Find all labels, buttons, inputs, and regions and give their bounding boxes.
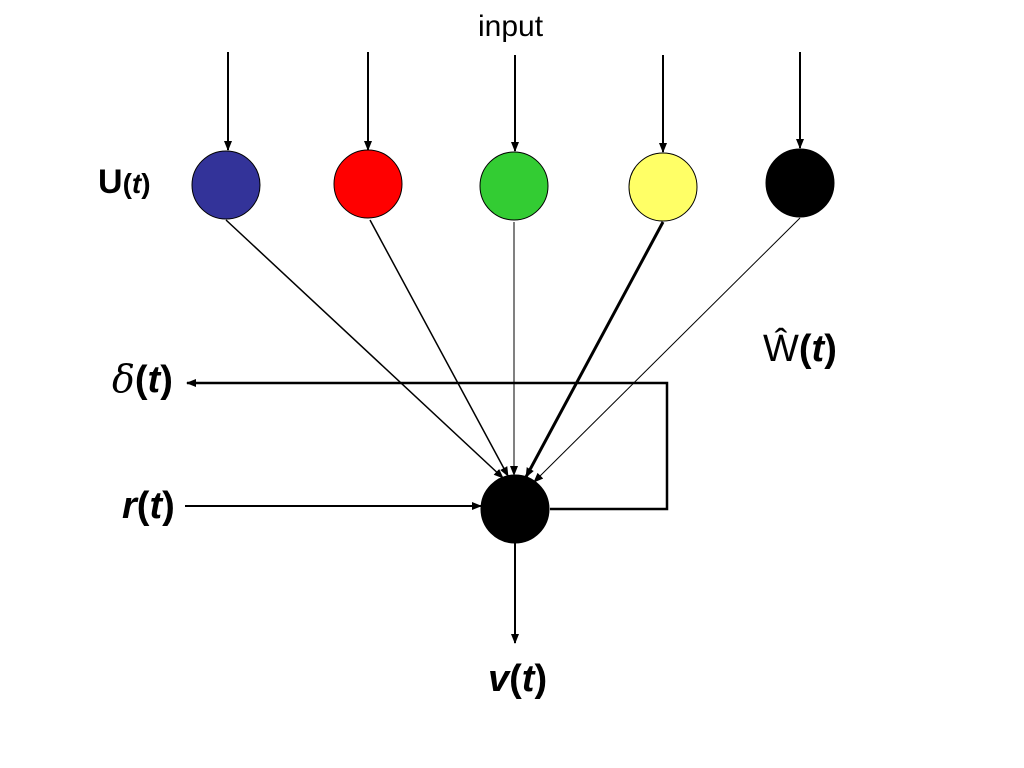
input-nodes [191, 148, 835, 222]
r-label-name: r [122, 485, 137, 527]
delta-label-name: δ [112, 357, 135, 401]
u-label-close: ) [141, 168, 151, 199]
r-label-arg: t [149, 485, 163, 527]
r-label-close: ) [162, 485, 175, 527]
input-node-red [333, 149, 403, 219]
w-label-name: Ŵ [763, 328, 799, 370]
r-label: r(t) [122, 487, 175, 525]
connection-5 [533, 217, 801, 483]
input-node-blue [191, 150, 261, 220]
u-label: U(t) [98, 165, 151, 199]
w-label-arg: t [811, 328, 825, 370]
input-arrows [224, 52, 804, 153]
w-label-open: ( [798, 328, 812, 370]
v-label-name: v [488, 658, 510, 700]
u-label-name: U [98, 163, 123, 201]
u-label-open: ( [122, 168, 132, 199]
r-label-open: ( [136, 485, 150, 527]
v-label-open: ( [509, 658, 522, 700]
input-node-yellow [628, 152, 698, 222]
output-node [480, 474, 550, 544]
w-label-close: ) [824, 328, 837, 370]
feedback-loop [186, 379, 669, 511]
v-label: v(t) [488, 660, 547, 698]
v-label-arg: t [521, 658, 535, 700]
delta-label: δ(t) [112, 360, 173, 399]
connection-2 [369, 219, 509, 477]
delta-label-open: ( [134, 359, 148, 401]
delta-label-close: ) [160, 359, 173, 401]
input-label: input [478, 12, 543, 42]
connection-4 [524, 221, 665, 478]
weight-connections [225, 217, 801, 483]
input-node-black [765, 148, 835, 218]
v-label-close: ) [534, 658, 548, 700]
input-node-green [479, 151, 549, 221]
w-label: Ŵ(t) [763, 330, 837, 368]
input-label-text: input [478, 10, 544, 43]
u-label-arg: t [131, 168, 142, 199]
connection-1 [225, 219, 504, 479]
delta-label-arg: t [147, 359, 161, 401]
